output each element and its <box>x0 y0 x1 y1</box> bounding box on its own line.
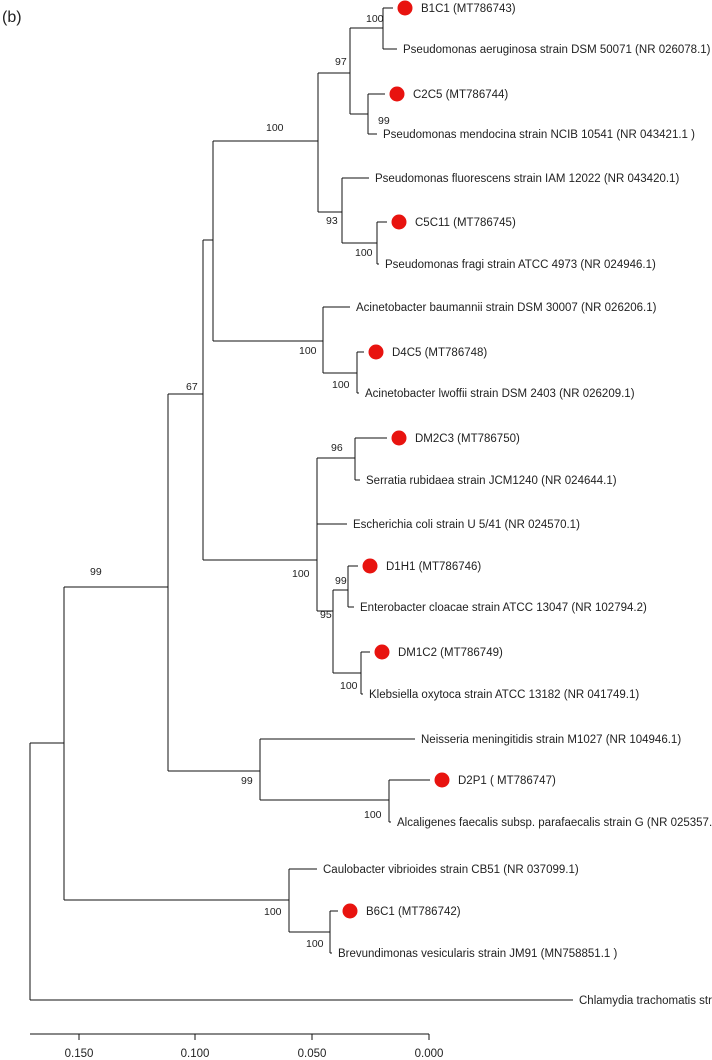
branch-enterobacterales <box>316 457 355 612</box>
isolate-marker-dot <box>362 558 378 574</box>
scale-axis: 0.150 0.100 0.050 0.000 <box>30 1033 444 1060</box>
leaf-label-dm1c2: DM1C2 (MT786749) <box>398 647 503 659</box>
bootstrap-value: 99 <box>335 575 347 587</box>
bootstrap-value: 99 <box>90 566 102 578</box>
leaf-label-ctra: Chlamydia trachomatis strain HAR-13 (NR … <box>579 995 712 1007</box>
leaf-label-paer: Pseudomonas aeruginosa strain DSM 50071 … <box>403 44 711 56</box>
branch-b1c1 <box>382 7 397 50</box>
branch-alphaproteo <box>288 868 330 933</box>
bootstrap-value: 100 <box>266 122 284 134</box>
leaf-label-alwo: Acinetobacter lwoffii strain DSM 2403 (N… <box>365 388 635 400</box>
isolate-marker-dot <box>374 644 390 660</box>
panel-label: (b) <box>2 9 22 26</box>
bootstrap-value: 100 <box>299 345 317 357</box>
leaf-label-b1c1: B1C1 (MT786743) <box>421 3 516 15</box>
bootstrap-value: 95 <box>320 609 332 621</box>
bootstrap-value: 67 <box>186 381 198 393</box>
leaf-label-d1h1: D1H1 (MT786746) <box>386 561 481 573</box>
branch-d4c5 <box>356 351 364 394</box>
branch-ingroup <box>63 586 289 901</box>
scale-tick-label: 0.000 <box>415 1048 444 1060</box>
branch-gamma <box>202 239 317 561</box>
branch-c5c11 <box>376 221 387 265</box>
isolate-marker-dot <box>389 86 405 102</box>
isolate-marker-dot <box>397 0 413 16</box>
leaf-label-d4c5: D4C5 (MT786748) <box>392 347 487 359</box>
leaf-labels: B1C1 (MT786743) Pseudomonas aeruginosa st… <box>323 0 712 1007</box>
leaf-label-afae: Alcaligenes faecalis subsp. parafaecalis… <box>397 817 712 829</box>
branch-node-97 <box>349 27 383 115</box>
leaf-label-cvib: Caulobacter vibrioides strain CB51 (NR 0… <box>323 864 579 876</box>
branch-node-96 <box>354 437 387 481</box>
branch-proteo <box>167 393 260 772</box>
bootstrap-value: 100 <box>355 247 373 259</box>
branch-pseudomonas <box>317 72 350 213</box>
bootstrap-value: 100 <box>292 568 310 580</box>
branch-d1h1 <box>347 565 358 608</box>
leaf-label-pmen: Pseudomonas mendocina strain NCIB 10541 … <box>383 129 695 141</box>
bootstrap-value: 99 <box>241 775 253 787</box>
scale-axis-ticks: 0.150 0.100 0.050 0.000 <box>65 1034 444 1060</box>
branch-dm1c2 <box>360 651 370 695</box>
bootstrap-value: 100 <box>366 13 384 25</box>
branch-d2p1 <box>388 779 430 823</box>
leaf-label-koxy: Klebsiella oxytoca strain ATCC 13182 (NR… <box>369 689 639 701</box>
bootstrap-value: 99 <box>378 115 390 127</box>
bootstrap-value: 96 <box>331 442 343 454</box>
scale-tick-label: 0.150 <box>65 1048 94 1060</box>
leaf-label-c2c5: C2C5 (MT786744) <box>413 89 508 101</box>
leaf-label-eclo: Enterobacter cloacae strain ATCC 13047 (… <box>360 602 647 614</box>
isolate-marker-dot <box>391 214 407 230</box>
branch-b6c1 <box>329 910 338 954</box>
bootstrap-value: 100 <box>306 938 324 950</box>
bootstrap-values: 100 97 99 100 93 100 100 100 67 96 99 95 100 100 99 99 1… <box>90 13 390 950</box>
bootstrap-value: 97 <box>335 56 347 68</box>
bootstrap-value: 100 <box>364 809 382 821</box>
branch-betaproteo <box>259 738 415 801</box>
leaf-label-srub: Serratia rubidaea strain JCM1240 (NR 024… <box>366 475 617 487</box>
scale-tick-label: 0.050 <box>298 1048 327 1060</box>
branch-acinetobacter <box>322 306 357 374</box>
isolate-marker-dot <box>391 430 407 446</box>
branch-root <box>29 742 573 1001</box>
tree-branches <box>29 7 573 1001</box>
branch-node-93 <box>341 177 377 244</box>
branch-pseudo-acineto <box>212 140 323 342</box>
isolate-marker-dot <box>434 772 450 788</box>
leaf-label-bves: Brevundimonas vesicularis strain JM91 (M… <box>338 948 617 960</box>
bootstrap-value: 100 <box>332 379 350 391</box>
leaf-label-dm2c3: DM2C3 (MT786750) <box>415 433 520 445</box>
branch-c2c5 <box>367 93 385 135</box>
bootstrap-value: 100 <box>264 906 282 918</box>
leaf-label-b6c1: B6C1 (MT786742) <box>366 906 461 918</box>
leaf-label-pflu: Pseudomonas fluorescens strain IAM 12022… <box>375 173 679 185</box>
isolate-marker-dot <box>368 344 384 360</box>
isolate-marker-dot <box>342 903 358 919</box>
bootstrap-value: 100 <box>340 680 358 692</box>
leaf-label-c5c11: C5C11 (MT786745) <box>415 217 516 229</box>
leaf-label-pfra: Pseudomonas fragi strain ATCC 4973 (NR 0… <box>385 259 656 271</box>
leaf-label-d2p1: D2P1 ( MT786747) <box>458 775 556 787</box>
bootstrap-value: 93 <box>326 215 338 227</box>
branch-node-95 <box>332 589 361 674</box>
scale-tick-label: 0.100 <box>181 1048 210 1060</box>
leaf-label-abau: Acinetobacter baumannii strain DSM 30007… <box>356 302 657 314</box>
leaf-label-ecol: Escherichia coli strain U 5/41 (NR 02457… <box>353 519 580 531</box>
leaf-label-nmen: Neisseria meningitidis strain M1027 (NR … <box>421 734 681 746</box>
